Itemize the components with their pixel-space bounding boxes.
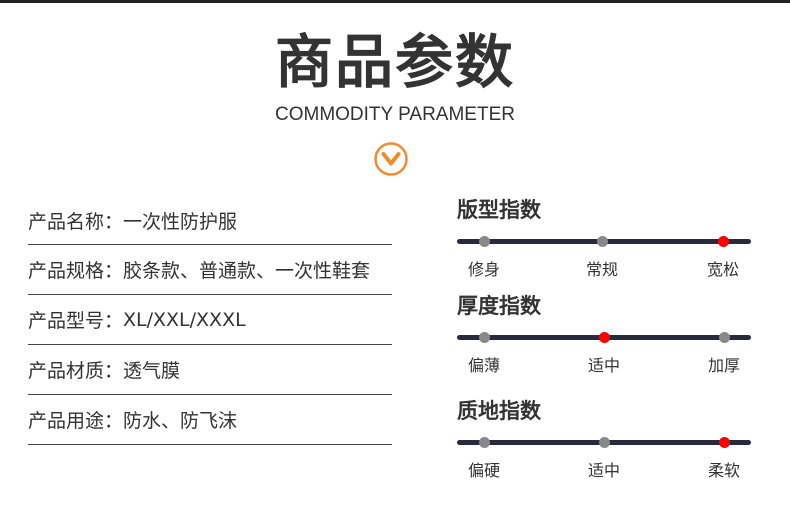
index-dot xyxy=(479,332,490,343)
spec-label: 产品材质： xyxy=(28,360,124,382)
index-option-label: 适中 xyxy=(587,461,621,480)
spec-value: 透气膜 xyxy=(123,360,181,382)
index-dot xyxy=(597,236,608,247)
index-option-label: 修身 xyxy=(467,260,501,279)
spec-row-name: 产品名称：一次性防护服 xyxy=(28,196,392,245)
index-option-label: 柔软 xyxy=(707,461,741,480)
spec-value: 胶条款、普通款、一次性鞋套 xyxy=(123,260,371,282)
chevron-down-circle-icon xyxy=(374,142,408,176)
top-border xyxy=(0,0,790,3)
index-dot xyxy=(599,437,610,448)
index-dot xyxy=(718,236,729,247)
page-subtitle: COMMODITY PARAMETER xyxy=(275,104,515,125)
spec-label: 产品规格： xyxy=(28,260,124,282)
index-track xyxy=(457,332,751,343)
spec-row-material: 产品材质：透气膜 xyxy=(28,345,392,395)
index-dot xyxy=(719,437,730,448)
spec-value: 防水、防飞沫 xyxy=(123,410,238,432)
index-dot xyxy=(719,332,730,343)
index-option-label: 加厚 xyxy=(707,356,741,375)
spec-row-model: 产品型号：XL/XXL/XXXL xyxy=(28,295,392,345)
spec-row-usage: 产品用途：防水、防飞沫 xyxy=(28,395,392,445)
spec-label: 产品名称： xyxy=(28,210,124,233)
spec-row-size: 产品规格：胶条款、普通款、一次性鞋套 xyxy=(28,245,392,295)
index-title: 厚度指数 xyxy=(457,294,541,318)
index-title: 质地指数 xyxy=(457,399,541,423)
spec-value: XL/XXL/XXXL xyxy=(123,308,246,331)
page-title: 商品参数 xyxy=(274,28,515,96)
spec-value: 一次性防护服 xyxy=(123,210,238,233)
index-title: 版型指数 xyxy=(457,198,541,222)
index-dot xyxy=(479,236,490,247)
spec-label: 产品型号： xyxy=(28,310,124,332)
index-option-label: 常规 xyxy=(585,260,619,279)
index-option-label: 适中 xyxy=(587,356,621,375)
index-track xyxy=(457,236,751,247)
index-dot xyxy=(479,437,490,448)
spec-list: 产品名称：一次性防护服 产品规格：胶条款、普通款、一次性鞋套 产品型号：XL/X… xyxy=(28,196,392,445)
index-option-label: 宽松 xyxy=(706,260,740,279)
index-panel: 版型指数 修身 常规 宽松 厚度指数 偏薄 适中 加厚 质地指数 偏硬 适中 柔… xyxy=(456,0,756,514)
index-track xyxy=(457,437,751,448)
index-option-label: 偏薄 xyxy=(467,356,501,375)
index-dot xyxy=(599,332,610,343)
index-option-label: 偏硬 xyxy=(467,461,501,480)
spec-label: 产品用途： xyxy=(28,410,124,432)
